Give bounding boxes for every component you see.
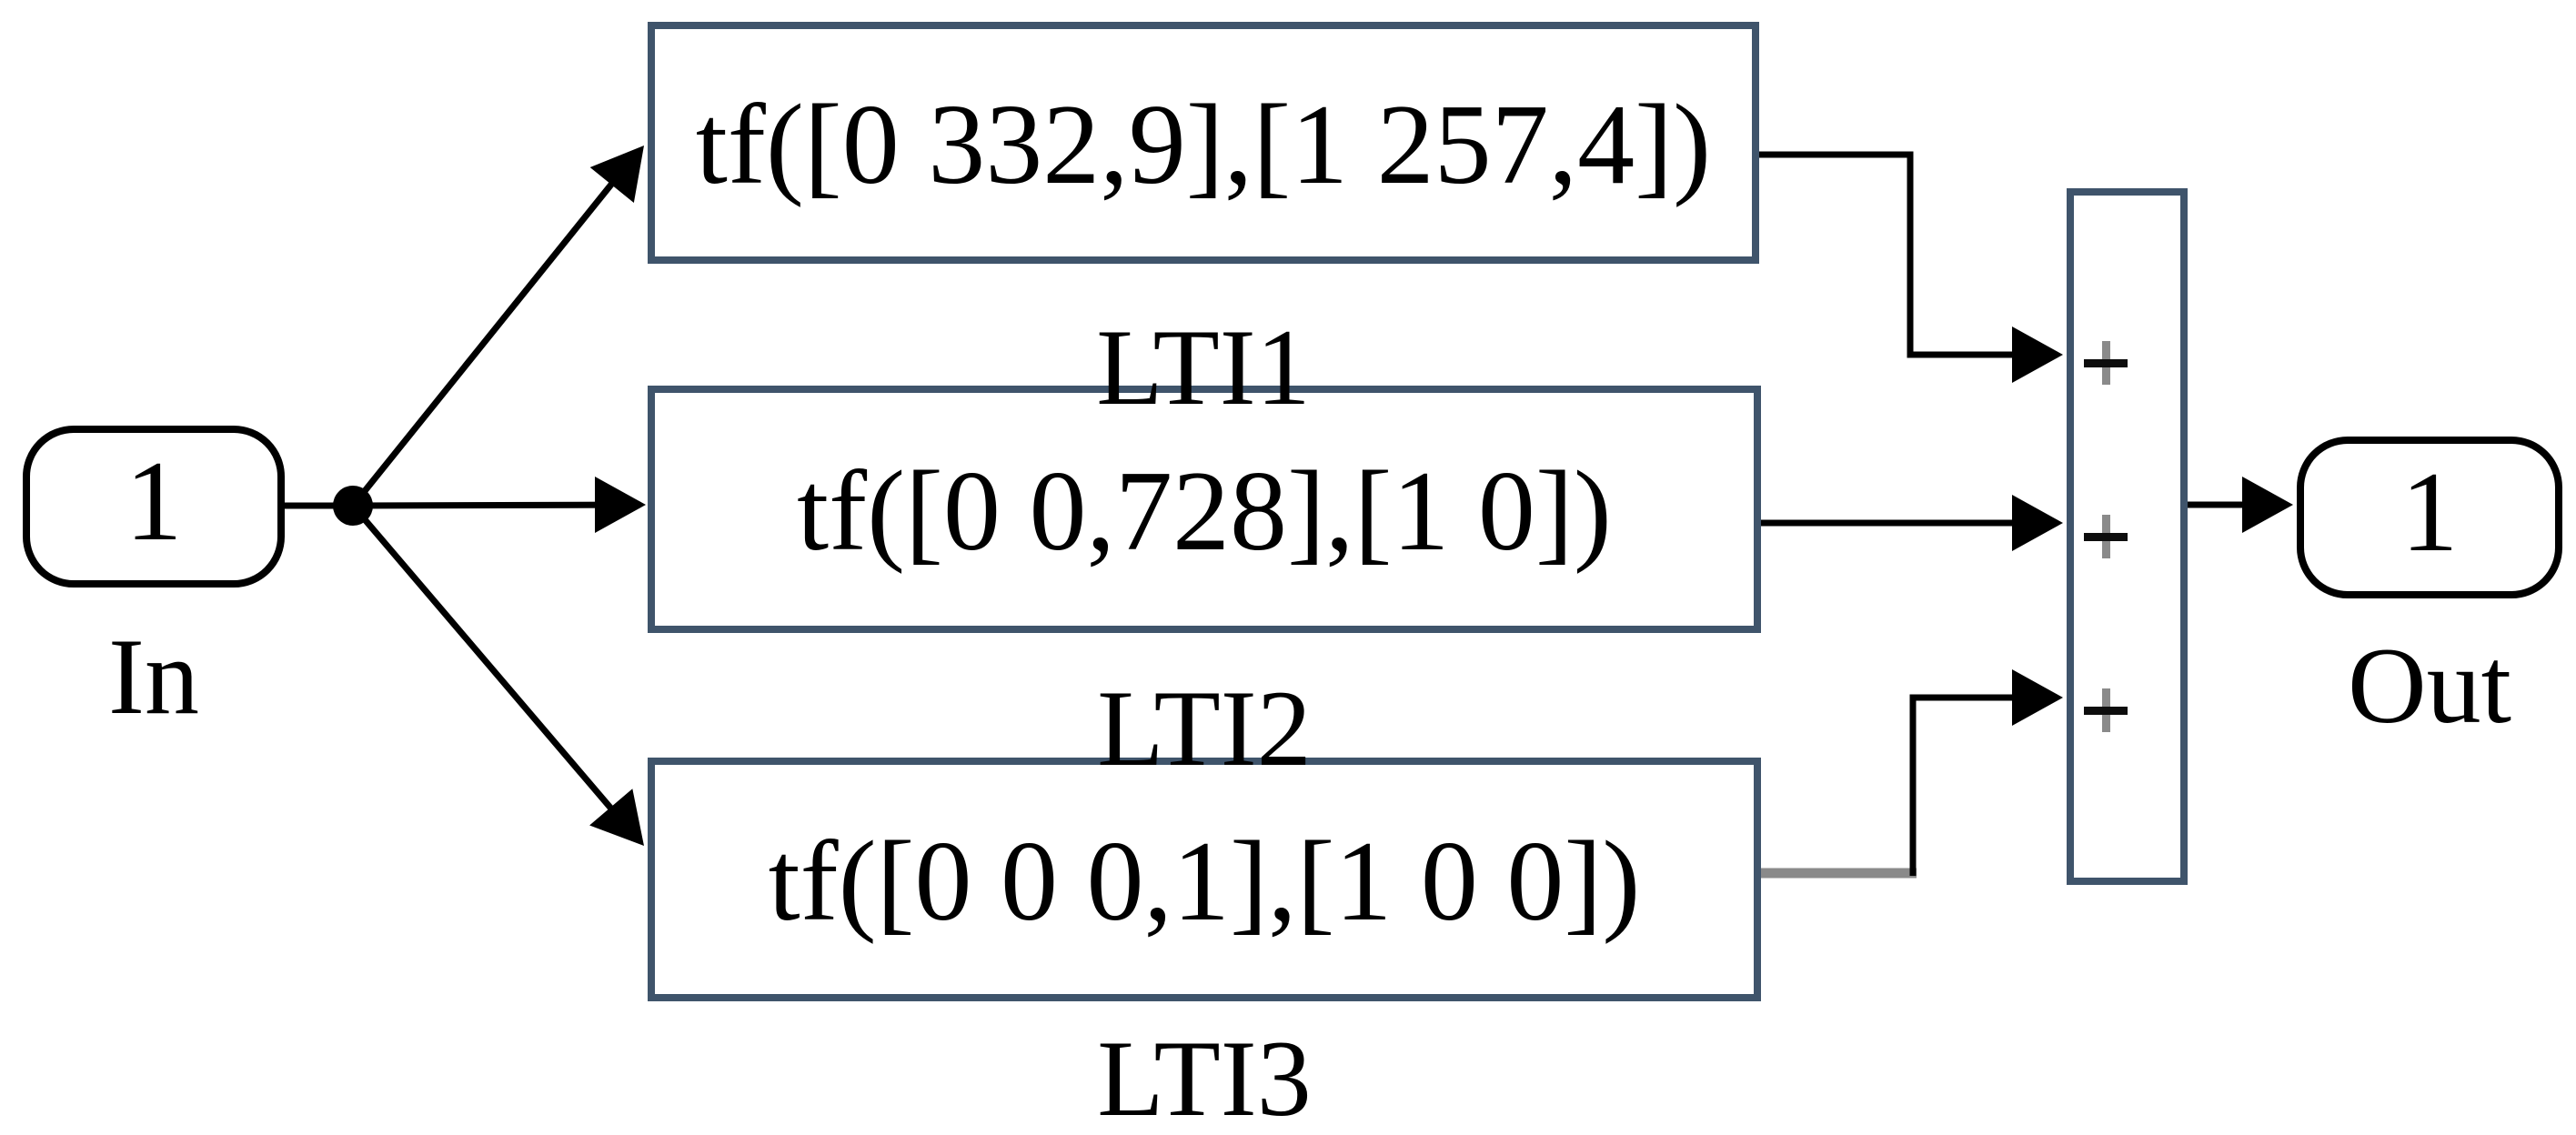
out-port-number: 1 [2400, 449, 2459, 576]
in-port-label[interactable]: In [108, 616, 199, 737]
wire-lti1-to-sum[interactable] [1754, 151, 2058, 358]
plus-sign-icon [2084, 688, 2128, 732]
arrowhead-lti1-input [589, 146, 644, 204]
lti2-expression: tf([0 0,728],[1 0]) [797, 448, 1612, 575]
lti1-block-label[interactable]: LTI1 [1096, 306, 1311, 427]
arrowhead-sum-input-1 [2012, 326, 2063, 383]
lti1-expression: tf([0 332,9],[1 257,4]) [695, 82, 1712, 208]
plus-horizontal-bar [2084, 532, 2128, 541]
arrowhead-out-port [2242, 477, 2293, 533]
lti3-expression: tf([0 0 0,1],[1 0 0]) [768, 819, 1641, 945]
plus-horizontal-bar [2084, 706, 2128, 715]
out-port[interactable]: 1 [2297, 437, 2562, 598]
wire-branch-to-lti2[interactable] [352, 501, 641, 509]
lti1-transfer-fcn-block[interactable]: tf([0 332,9],[1 257,4]) [648, 22, 1759, 264]
wire-branch-to-lti3[interactable] [350, 503, 639, 841]
wire-branch-to-lti1[interactable] [350, 150, 639, 508]
arrowhead-sum-input-2 [2012, 495, 2063, 551]
in-port-number: 1 [125, 438, 183, 565]
plus-sign-icon [2084, 515, 2128, 558]
plus-horizontal-bar [2084, 358, 2128, 367]
arrowhead-lti2-input [595, 477, 646, 533]
arrowhead-sum-input-3 [2012, 669, 2063, 726]
lti2-block-label[interactable]: LTI2 [1097, 668, 1312, 788]
out-port-label[interactable]: Out [2348, 625, 2511, 746]
lti3-transfer-fcn-block[interactable]: tf([0 0 0,1],[1 0 0]) [648, 758, 1761, 1001]
plus-sign-icon [2084, 341, 2128, 385]
lti3-block-label[interactable]: LTI3 [1097, 1018, 1312, 1135]
arrowhead-lti3-input [589, 788, 644, 846]
wire-lti3-to-sum[interactable] [1909, 694, 2058, 876]
in-port[interactable]: 1 [23, 426, 285, 588]
lti2-transfer-fcn-block[interactable]: tf([0 0,728],[1 0]) [648, 386, 1761, 633]
